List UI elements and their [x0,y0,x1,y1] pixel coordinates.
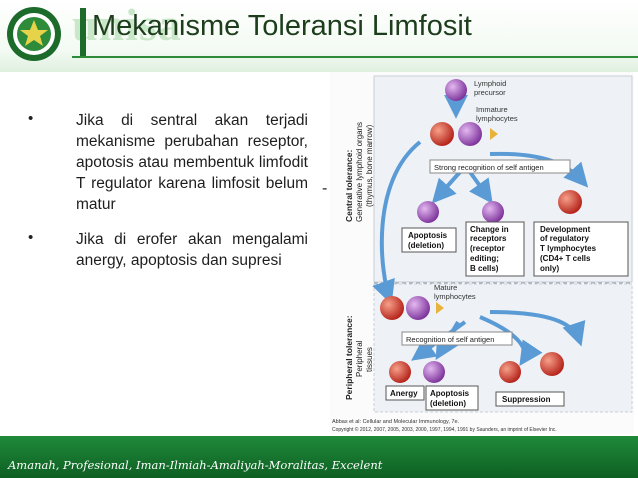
anergy-label: Anergy [390,389,418,398]
apoptosis2-box [425,385,479,411]
apoptosis2-label-2: (deletion) [430,399,466,408]
bullet-list: • Jika di sentral akan terjadi mekanisme… [20,110,308,285]
regulatory-cell-icon [558,190,582,214]
treg-label-3: T lymphocytes [540,244,597,253]
apoptosis-box [401,227,457,253]
slide-footer-bar [0,436,638,478]
antigen-icon [436,302,444,314]
mature-label-1: Mature [434,283,457,292]
change-label-4: editing; [470,254,499,263]
apoptosis-label-2: (deletion) [408,241,444,250]
change-label-3: (receptor [470,244,505,253]
antigen-icon [490,128,498,140]
precursor-label-2: precursor [474,88,506,97]
regulatory-cell-icon [540,352,564,376]
stray-dash: - [322,180,328,197]
immature-label-1: Immature [476,105,508,114]
figure-credit-2: Copyright © 2012, 2007, 2005, 2003, 2000… [332,426,557,433]
treg-label-5: only) [540,264,559,273]
apoptotic-cell-icon [423,361,445,383]
change-label-2: receptors [470,234,507,243]
bullet-item: • Jika di erofer akan mengalami anergy, … [20,229,308,271]
strong-recognition-label: Strong recognition of self antigen [434,163,544,172]
central-axis-sub2: (thymus, bone marrow) [365,124,374,207]
tolerance-figure: Central tolerance: Generative lymphoid o… [330,72,634,434]
recognition-box [401,331,513,346]
immature-label-2: lymphocytes [476,114,518,123]
bullet-text: Jika di sentral akan terjadi mekanisme p… [76,112,308,213]
anergic-cell-icon [389,361,411,383]
brand-divider [80,8,86,56]
immature-purple-cell-icon [458,122,482,146]
brand-wordmark: unisa [72,0,182,50]
suppression-label: Suppression [502,395,551,404]
tolerance-diagram: Central tolerance: Generative lymphoid o… [332,75,633,433]
change-label-5: B cells) [470,264,499,273]
recognition-label: Recognition of self antigen [406,335,494,344]
edited-cell-icon [482,201,504,223]
apoptosis2-label-1: Apoptosis [430,389,470,398]
slide-header: unisa Mekanisme Toleransi Limfosit [0,0,638,72]
suppressed-cell-icon [499,361,521,383]
mature-label-2: lymphocytes [434,292,476,301]
peripheral-axis-sub1: Peripheral [355,340,364,377]
precursor-cell-icon [445,79,467,101]
apoptosis-label-1: Apoptosis [408,231,448,240]
treg-label-4: (CD4+ T cells [540,254,591,263]
anergy-box [385,385,425,401]
bullet-symbol: • [28,229,34,246]
immature-red-cell-icon [430,122,454,146]
change-label-1: Change in [470,225,509,234]
bullet-item: • Jika di sentral akan terjadi mekanisme… [20,110,308,215]
bullet-symbol: • [28,110,34,127]
central-axis-sub1: Generative lymphoid organs [355,122,364,222]
treg-label-1: Development [540,225,591,234]
change-receptors-box [465,221,525,277]
figure-credit-1: Abbas et al: Cellular and Molecular Immu… [332,419,460,425]
strong-recognition-box [429,159,571,174]
mature-red-cell-icon [380,296,404,320]
bullet-text: Jika di erofer akan mengalami anergy, ap… [76,231,308,269]
treg-box [533,221,629,277]
slide-title: Mekanisme Toleransi Limfosit [92,10,472,42]
university-seal-icon [7,7,61,61]
precursor-label-1: Lymphoid [474,79,506,88]
footer-motto: Amanah, Profesional, Iman-Ilmiah-Amaliya… [8,458,383,472]
mature-purple-cell-icon [406,296,430,320]
peripheral-axis-label: Peripheral tolerance: [344,315,354,400]
treg-label-2: of regulatory [540,234,589,243]
apoptotic-cell-icon [417,201,439,223]
central-axis-label: Central tolerance: [344,150,354,222]
suppression-box [495,391,565,407]
title-underline [72,56,638,58]
peripheral-axis-sub2: tissues [365,347,374,372]
